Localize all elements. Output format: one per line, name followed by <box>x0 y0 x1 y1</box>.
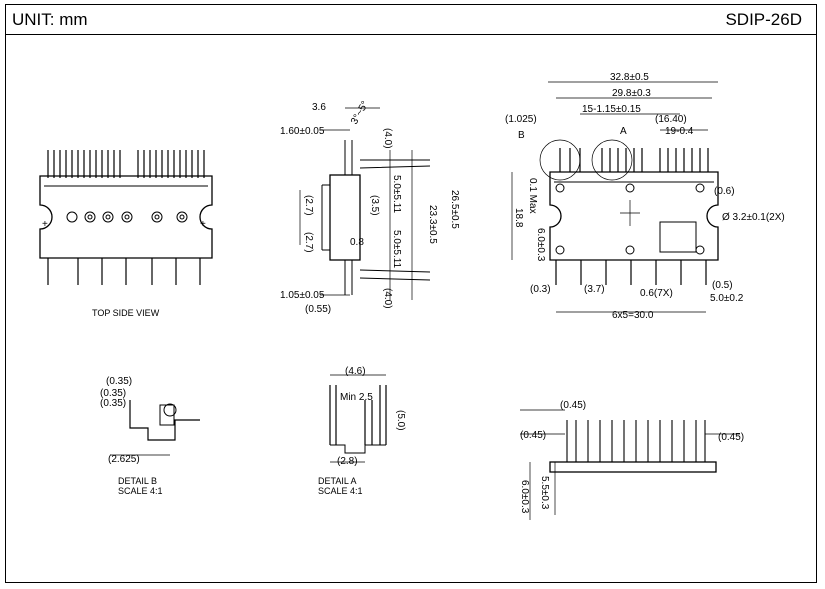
dim-label: Min 2.5 <box>340 392 373 403</box>
dim-label: (0.5) <box>712 280 733 291</box>
dim-label: (0.35) <box>100 388 126 399</box>
dim-label: (0.45) <box>520 430 546 441</box>
title-bar: UNIT: mm SDIP-26D <box>6 5 816 35</box>
dim-label: (4.6) <box>345 366 366 377</box>
detail-a <box>329 374 387 463</box>
dim-label: 0.8 <box>350 237 364 248</box>
dim-label: (4.0) <box>382 288 393 309</box>
bottom-pins <box>47 258 201 285</box>
dim-label: (2.8) <box>337 456 358 467</box>
dim-label: 1.60±0.05 <box>280 126 325 137</box>
dim-label: (3.5) <box>369 195 380 216</box>
caption-detail-a-scale: SCALE 4:1 <box>318 486 363 496</box>
dim-label: 6.0±0.3 <box>519 480 530 514</box>
dim-label: (4.0) <box>382 128 393 149</box>
dim-label: 32.8±0.5 <box>610 72 649 83</box>
mounting-circles <box>66 211 188 223</box>
dim-label: 5.0±5.11 <box>391 230 402 269</box>
package-body <box>39 175 213 259</box>
dim-label: 5.0±0.2 <box>710 293 744 304</box>
side-view <box>299 107 431 300</box>
dim-label: (0.45) <box>718 432 744 443</box>
caption-detail-b-scale: SCALE 4:1 <box>118 486 163 496</box>
dim-label: 1.05±0.05 <box>280 290 325 301</box>
drawing-frame: UNIT: mm SDIP-26D <box>5 4 817 583</box>
caption-detail-b: DETAIL B <box>118 476 157 486</box>
dim-label: 19-0.4 <box>665 126 694 137</box>
top-pins <box>47 150 205 178</box>
dim-label: (0.3) <box>530 284 551 295</box>
top-view-bottom-pins <box>555 260 707 285</box>
dim-label: Ø 3.2±0.1(2X) <box>722 212 785 223</box>
package-name: SDIP-26D <box>725 10 802 29</box>
dim-label: (0.55) <box>305 304 331 315</box>
dim-label: (2.625) <box>108 454 140 465</box>
svg-text:+: + <box>42 219 48 230</box>
dim-label: 0.6(7X) <box>640 288 673 299</box>
dim-label: 18.8 <box>513 208 524 228</box>
dim-label: 26.5±0.5 <box>449 190 460 229</box>
dim-label: 3°~5° <box>349 99 371 126</box>
dim-label: (5.0) <box>395 410 406 431</box>
dim-label: 5.0±5.11 <box>391 175 402 214</box>
dim-label: (16.40) <box>655 114 687 125</box>
dim-label: 6.0±0.3 <box>535 228 546 262</box>
dim-label: (2.7) <box>303 195 314 216</box>
dim-label: 0.1 Max <box>527 178 538 214</box>
dim-label: (0.45) <box>560 400 586 411</box>
dim-label: (2.7) <box>303 232 314 253</box>
svg-text:+: + <box>200 219 206 230</box>
dim-label: 3.6 <box>312 102 326 113</box>
top-view-pins <box>559 148 709 172</box>
dim-label: 5.5±0.3 <box>539 476 550 510</box>
dim-label: 15-1.15±0.15 <box>582 104 641 115</box>
caption-top-side-view: TOP SIDE VIEW <box>92 308 160 318</box>
caption-detail-a: DETAIL A <box>318 476 357 486</box>
dim-label: 6x5=30.0 <box>612 310 654 321</box>
unit-label: UNIT: mm <box>12 10 88 29</box>
front-view <box>520 409 740 520</box>
dim-label: 29.8±0.3 <box>612 88 651 99</box>
dim-label: (0.35) <box>100 398 126 409</box>
dim-label: 23.3±0.5 <box>427 205 438 244</box>
top-view <box>511 81 719 313</box>
dim-label: (0.35) <box>106 376 132 387</box>
detail-b <box>110 400 200 456</box>
dim-label: (0.6) <box>714 186 735 197</box>
top-view-body <box>549 171 719 261</box>
dim-label: B <box>518 130 525 141</box>
dim-label: (3.7) <box>584 284 605 295</box>
dim-label: A <box>620 126 627 137</box>
dim-label: (1.025) <box>505 114 537 125</box>
top-side-view: + + <box>39 150 213 285</box>
front-view-pins <box>566 420 706 462</box>
